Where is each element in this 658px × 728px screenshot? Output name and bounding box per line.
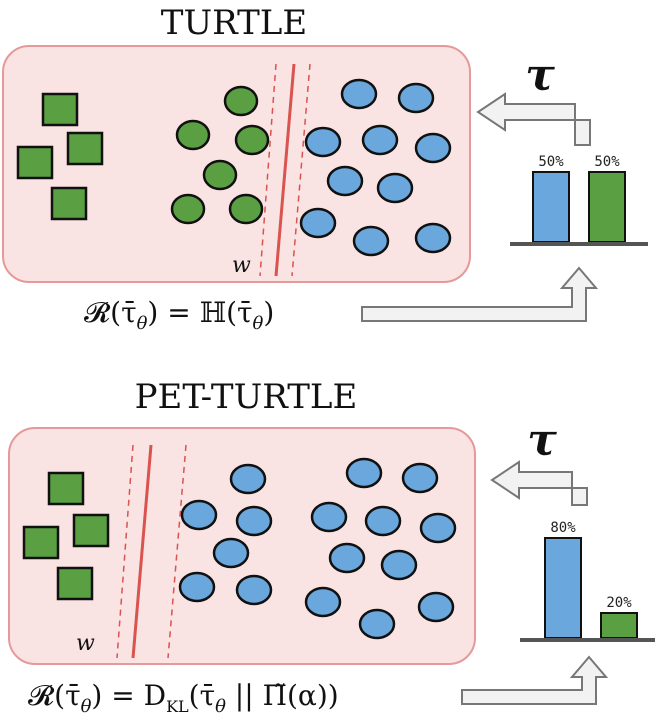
green-square (41, 92, 79, 127)
bottom-w-label: w (76, 631, 95, 656)
green-square (47, 471, 85, 506)
top-bar (588, 171, 626, 243)
blue-circle (376, 172, 414, 204)
top-title: TURTLE (161, 3, 307, 43)
bottom-feedback-arrow (490, 460, 588, 506)
top-blue-circles (299, 78, 452, 257)
blue-circle (328, 542, 366, 574)
blue-circle (304, 126, 342, 158)
blue-circle (212, 537, 250, 569)
blue-circle (401, 462, 439, 494)
green-square (22, 525, 60, 560)
blue-circle (180, 499, 218, 531)
bottom-bar-label: 80% (550, 520, 576, 536)
bottom-bar-chart: 80% 20% (544, 520, 638, 639)
blue-circle (304, 586, 342, 618)
bottom-bar (544, 537, 582, 639)
green-circle (223, 85, 259, 117)
green-square (56, 566, 94, 601)
bottom-bar-label: 20% (606, 595, 632, 611)
green-square (50, 186, 88, 221)
bottom-title: PET-TURTLE (135, 377, 358, 417)
blue-circle (345, 457, 383, 489)
green-square (66, 131, 104, 166)
bottom-bar (600, 612, 638, 639)
blue-circle (414, 132, 452, 164)
bottom-decision-boundary (116, 444, 187, 659)
top-formula: 𝓡(τ̄θ) = ℍ(τ̄θ) (84, 296, 274, 334)
top-bar-label: 50% (594, 154, 620, 170)
bottom-blue-circles (178, 457, 457, 640)
blue-circle (414, 222, 452, 254)
bottom-green-squares (22, 471, 110, 601)
blue-circle (229, 463, 267, 495)
blue-circle (352, 225, 390, 257)
top-bar-label: 50% (538, 154, 564, 170)
top-green-squares (16, 92, 104, 221)
blue-circle (326, 165, 364, 197)
green-square (72, 513, 110, 548)
top-green-circles (170, 85, 270, 225)
green-square (16, 145, 54, 180)
green-circle (175, 119, 211, 151)
top-bar (532, 171, 570, 243)
bottom-formula: 𝓡(τ̄θ) = DKL(τ̄θ || Π̃(α)) (28, 679, 339, 717)
top-formula-arrow (361, 266, 599, 322)
blue-circle (419, 512, 457, 544)
blue-circle (235, 505, 273, 537)
blue-circle (397, 82, 435, 114)
blue-circle (361, 124, 399, 156)
green-circle (234, 124, 270, 156)
blue-circle (340, 78, 378, 110)
blue-circle (178, 571, 216, 603)
top-bar-chart: 50% 50% (532, 154, 626, 243)
blue-circle (364, 505, 402, 537)
blue-circle (299, 207, 337, 239)
blue-circle (417, 591, 455, 623)
top-feedback-arrow (476, 92, 591, 146)
green-circle (228, 193, 264, 225)
green-circle (170, 193, 206, 225)
green-circle (202, 159, 238, 191)
top-w-label: w (232, 253, 251, 278)
bottom-tau-label: τ (527, 415, 557, 466)
blue-circle (380, 549, 418, 581)
top-decision-boundary (259, 63, 311, 277)
blue-circle (235, 574, 273, 606)
top-tau-label: τ (525, 50, 555, 101)
bottom-formula-arrow (461, 655, 609, 705)
blue-circle (358, 608, 396, 640)
blue-circle (310, 501, 348, 533)
